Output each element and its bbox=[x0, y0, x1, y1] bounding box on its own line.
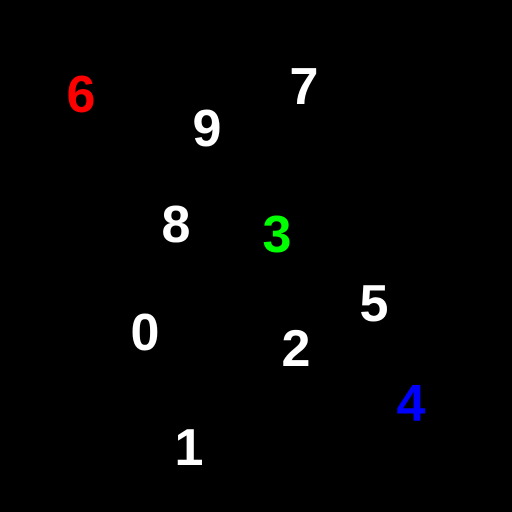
digit-eight: 8 bbox=[161, 196, 191, 254]
digit-two: 2 bbox=[281, 320, 311, 378]
digit-nine: 9 bbox=[192, 100, 222, 158]
digit-three: 3 bbox=[262, 206, 292, 264]
digit-four: 4 bbox=[396, 375, 426, 433]
digit-one: 1 bbox=[174, 419, 204, 477]
digit-five: 5 bbox=[359, 275, 389, 333]
digit-seven: 7 bbox=[289, 58, 319, 116]
digit-zero: 0 bbox=[130, 304, 160, 362]
digit-six: 6 bbox=[66, 66, 96, 124]
